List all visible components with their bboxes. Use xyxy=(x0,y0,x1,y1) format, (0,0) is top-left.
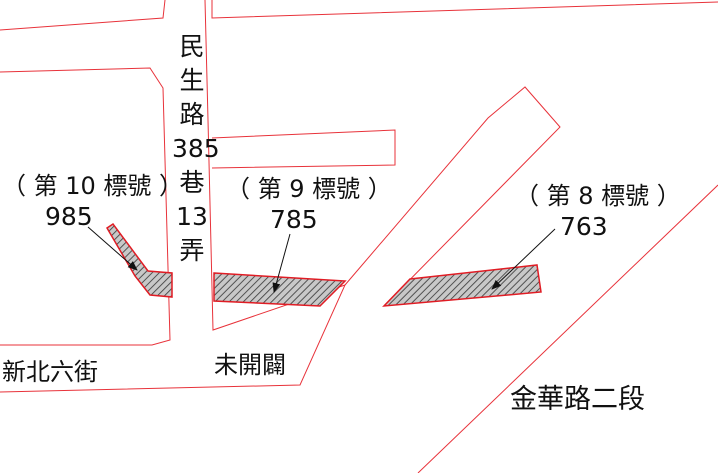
road-label-unopened: 未開闢 xyxy=(214,351,286,379)
arrow-785 xyxy=(272,233,291,293)
parcel-9-label: （ 第 9 標號 ） xyxy=(226,175,392,203)
arrow-763 xyxy=(491,228,556,290)
parcel-8-label: （ 第 8 標號 ） xyxy=(515,182,681,210)
road-xinbei xyxy=(0,0,346,393)
block-left xyxy=(0,67,171,346)
parcel-9-number: 785 xyxy=(270,205,318,234)
parcel-785 xyxy=(213,272,347,307)
road-char: 巷 xyxy=(179,168,205,197)
road-unopened xyxy=(344,86,561,306)
road-label-minsheng-lane: 民 生 路 385 巷 13 弄 xyxy=(172,30,220,268)
arrow-985 xyxy=(87,226,138,271)
road-char: 生 xyxy=(179,66,205,95)
leader-arrows xyxy=(87,226,556,293)
parcel-10-label: （ 第 10 標號 ） xyxy=(2,172,184,200)
road-char: 路 xyxy=(179,100,205,129)
road-jinhua xyxy=(417,184,718,473)
road-char: 385 xyxy=(172,134,220,163)
road-label-xinbei-6th: 新北六街 xyxy=(2,358,98,386)
stub-road xyxy=(211,129,396,169)
parcel-763 xyxy=(382,264,542,307)
road-char: 13 xyxy=(176,202,208,231)
parcel-8-number: 763 xyxy=(560,212,608,241)
road-char: 弄 xyxy=(179,236,205,265)
parcel-10-number: 985 xyxy=(45,202,93,231)
road-label-jinhua: 金華路二段 xyxy=(510,384,645,415)
parcel-985 xyxy=(105,222,173,298)
boundary-top-left xyxy=(0,0,166,31)
road-char: 民 xyxy=(179,32,205,61)
